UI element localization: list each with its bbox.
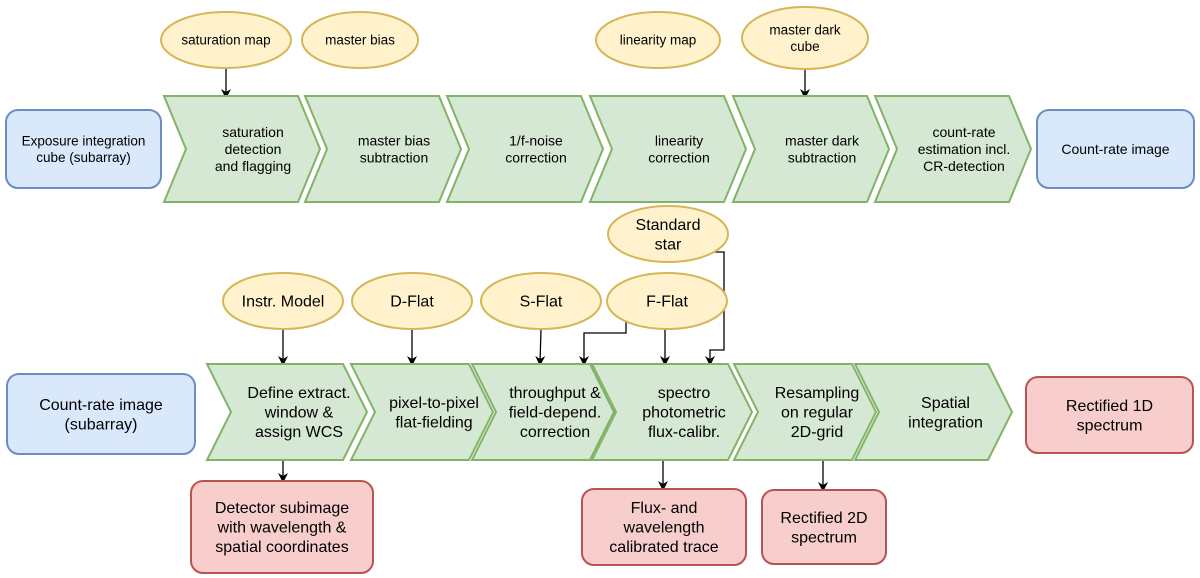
ref-d-flat-label: D-Flat [390, 294, 434, 311]
arrow-s-flat [535, 328, 546, 366]
arrow-standard-star [705, 251, 725, 366]
ref-master-bias: master bias [301, 11, 419, 69]
ref-s-flat-label: S-Flat [520, 294, 563, 311]
bottom-input-box-label: Count-rate image(subarray) [39, 397, 163, 434]
ref-f-flat-label: F-Flat [646, 294, 688, 311]
ref-linearity-map-label: linearity map [620, 33, 697, 48]
bottom-step-0-label: Define extract.window &assign WCS [247, 385, 350, 441]
ref-master-bias-label: master bias [325, 33, 395, 48]
bottom-step-2-label: throughput &field-depend.correction [509, 385, 602, 441]
connectors [221, 68, 828, 492]
ref-saturation-map: saturation map [160, 11, 292, 69]
ref-instr-model-label: Instr. Model [242, 294, 325, 311]
top-output-box: Count-rate image [1036, 109, 1195, 189]
bottom-input-box: Count-rate image(subarray) [6, 373, 196, 455]
ref-d-flat: D-Flat [351, 272, 473, 330]
ref-instr-model: Instr. Model [222, 272, 344, 330]
ref-s-flat: S-Flat [480, 272, 602, 330]
ref-saturation-map-label: saturation map [181, 33, 270, 48]
ref-f-flat: F-Flat [606, 272, 728, 330]
ref-linearity-map: linearity map [595, 11, 721, 69]
arrow-f-flat-to-throughput [579, 322, 627, 366]
bottom-step-2: throughput &field-depend.correction [470, 363, 616, 461]
top-output-box-label: Count-rate image [1061, 141, 1169, 157]
bottom-step-0: Define extract.window &assign WCS [205, 363, 369, 461]
